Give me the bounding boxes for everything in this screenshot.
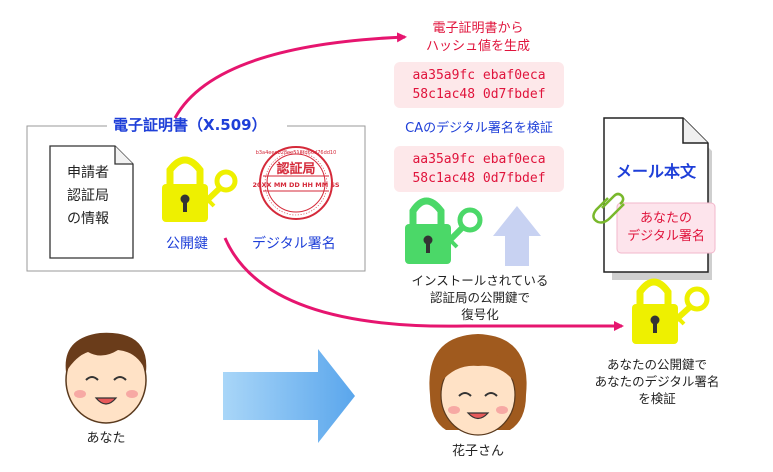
ca-stamp-icon — [259, 146, 333, 220]
hash-title-line-2: ハッシュ値を生成 — [425, 39, 530, 54]
public-key-label: 公開鍵 — [166, 236, 208, 252]
hanako-avatar — [429, 334, 527, 436]
flow-arrow-to-hash — [173, 32, 407, 119]
send-arrow — [223, 349, 355, 443]
stamp-code: 20XX MM DD HH MM SS — [253, 181, 340, 189]
certificate-public-key-icon — [162, 156, 238, 222]
hanako-label: 花子さん — [451, 444, 504, 459]
applicant-info-line-1: 申請者 — [67, 165, 109, 181]
verify-caption-line-2: あなたのデジタル署名 — [594, 374, 720, 389]
mail-signature-line-2: デジタル署名 — [627, 229, 705, 244]
stamp-title: 認証局 — [276, 161, 315, 177]
applicant-info-line-2: 認証局 — [67, 188, 109, 204]
mail-signature-card — [616, 202, 716, 254]
flow-arrow-to-verify — [223, 237, 624, 331]
certificate-title: 電子証明書（X.509） — [113, 116, 267, 134]
installed-key-line-1: インストールされている — [411, 273, 549, 288]
you-label: あなた — [86, 431, 126, 446]
hash-value-2-line-1: aa35a9fc ebaf0eca — [412, 152, 546, 167]
ca-public-key-icon — [405, 197, 483, 264]
sender-public-key-icon — [632, 278, 710, 344]
applicant-info-line-3: の情報 — [67, 211, 109, 227]
hash-value-2-line-2: 58c1ac48 0d7fbdef — [412, 171, 546, 186]
hash-box-2 — [394, 146, 564, 192]
signature-label: デジタル署名 — [252, 236, 336, 252]
ca-signature-verify-label: CAのデジタル署名を検証 — [405, 121, 553, 136]
mail-document-icon — [603, 117, 712, 280]
hash-box-1 — [394, 62, 564, 108]
applicant-document-icon — [49, 145, 134, 259]
verify-caption-line-3: を検証 — [638, 391, 676, 406]
hash-title-line-1: 電子証明書から — [432, 21, 524, 36]
you-avatar — [65, 332, 147, 424]
mail-signature-line-1: あなたの — [639, 211, 692, 226]
installed-key-line-2: 認証局の公開鍵で — [429, 290, 530, 305]
hash-value-1-line-1: aa35a9fc ebaf0eca — [412, 68, 546, 83]
verify-caption-line-1: あなたの公開鍵で — [606, 357, 707, 372]
mail-body-title: メール本文 — [615, 162, 696, 181]
installed-key-line-3: 復号化 — [461, 307, 499, 322]
certificate-title-bg — [107, 115, 287, 137]
decrypt-up-arrow — [493, 206, 541, 266]
paperclip-icon — [592, 192, 625, 224]
stamp-ring-text: b3a4eeeb28ee518fd66d76dd10 — [256, 150, 337, 156]
hash-value-1-line-2: 58c1ac48 0d7fbdef — [412, 87, 546, 102]
